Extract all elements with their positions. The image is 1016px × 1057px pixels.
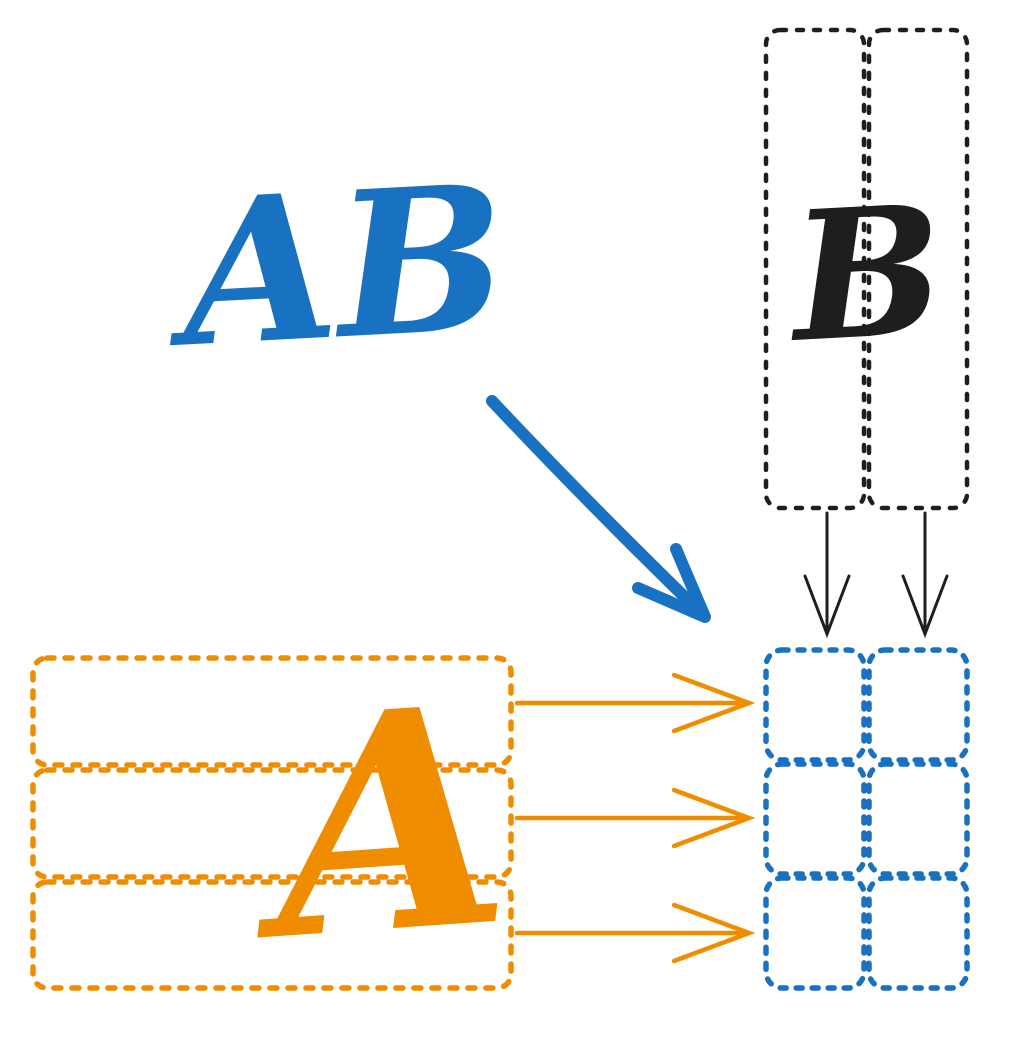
matrix-a-row-1 [30, 655, 514, 768]
matrix-a-row-2 [30, 767, 514, 880]
matrix-b-label: B [782, 165, 948, 382]
matrix-a-row-3 [30, 879, 514, 991]
a-row-arrow-2 [514, 787, 756, 849]
product-label: AB [160, 141, 512, 393]
matrix-a-label: A [238, 638, 518, 1008]
result-grid-cell-r2c2 [866, 761, 970, 877]
b-column-arrow-1 [803, 511, 851, 639]
result-grid-cell-r2c1 [763, 761, 867, 877]
product-arrow [486, 395, 711, 623]
result-grid-cell-r1c2 [866, 647, 970, 763]
result-grid-cell-r3c2 [866, 875, 970, 991]
a-row-arrow-1 [514, 672, 756, 734]
result-grid [763, 647, 970, 991]
result-grid-cell-r3c1 [763, 875, 867, 991]
matrix-b-column-2 [866, 27, 970, 511]
a-row-arrow-3 [514, 902, 756, 964]
b-column-arrows [803, 511, 949, 639]
matrix-a-box: A [30, 638, 518, 1008]
result-grid-cell-r1c1 [763, 647, 867, 763]
matrix-b-column-1 [763, 27, 867, 511]
b-column-arrow-2 [901, 511, 949, 639]
a-row-arrows [514, 672, 756, 964]
matrix-b-box: B [763, 27, 970, 511]
